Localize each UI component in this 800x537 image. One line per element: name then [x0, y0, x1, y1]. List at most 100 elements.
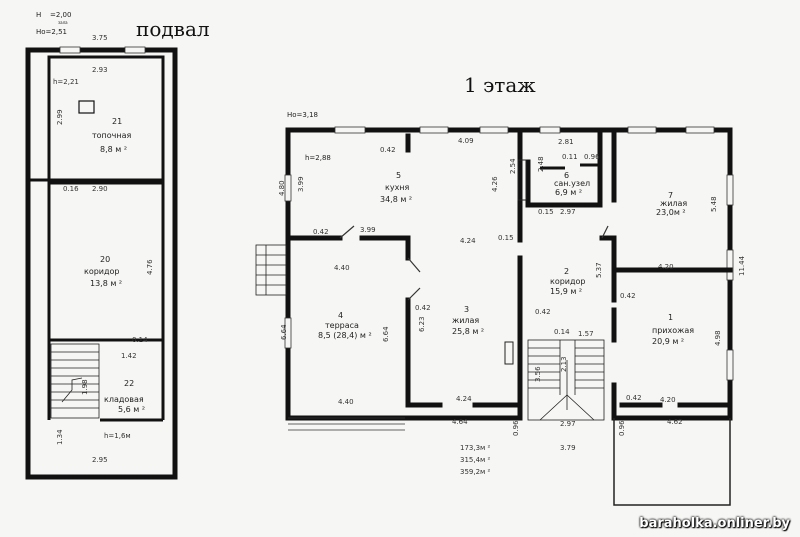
room-area: 25,8 м ² [452, 327, 484, 336]
window [479, 126, 509, 134]
room-area: 34,8 м ² [380, 195, 412, 204]
dim-label: 0.42 [380, 146, 396, 154]
dim-label: 2.93 [92, 66, 108, 74]
basement-room20-walls [47, 181, 165, 342]
dim-label: 0.42 [626, 394, 642, 402]
dim-label: 2.97 [560, 420, 576, 428]
room-name: жилая [660, 199, 687, 208]
room-area: 20,9 м ² [652, 337, 684, 346]
basement-height-value: =2,00 [50, 11, 71, 19]
total-area: 315,4м ² [460, 456, 491, 464]
floor1-outer-wall [285, 127, 523, 421]
window [284, 317, 292, 349]
dim-label: 0.11 [562, 153, 578, 161]
dim-label: 3.56 [534, 366, 542, 382]
basement-stairs [50, 343, 100, 419]
dim-label: 4.24 [456, 395, 472, 403]
door [407, 287, 421, 301]
dim-label: 0.96 [584, 153, 600, 161]
window [627, 126, 657, 134]
dim-label: 0.42 [415, 304, 431, 312]
dim-label: h=2,21 [53, 78, 79, 86]
window [124, 46, 146, 54]
dim-label: 3.79 [560, 444, 576, 452]
door [407, 257, 421, 273]
basement-ho-label: Ho=2,51 [36, 28, 67, 36]
dim-label: 6.64 [382, 326, 390, 342]
door [601, 225, 609, 239]
wall [405, 297, 443, 408]
window [726, 249, 734, 281]
watermark: baraholka.onliner.by [639, 516, 790, 531]
dim-label: 4.20 [660, 396, 676, 404]
total-area: 359,2м ² [460, 468, 491, 476]
dim-label: 4.20 [658, 263, 674, 271]
total-area: 173,3м ² [460, 444, 491, 452]
dim-label: 1.34 [56, 429, 64, 445]
bath-fixture [517, 159, 527, 201]
dim-label: 0.14 [132, 336, 148, 344]
window [59, 46, 81, 54]
room-area: 8,5 (28,4) м ² [318, 331, 372, 340]
dim-label: 0.15 [498, 234, 514, 242]
room-area: 23,0м ² [656, 208, 686, 217]
wall [599, 235, 617, 303]
dim-label: 2.13 [560, 356, 568, 372]
floor1-ceiling-height: h=2,88 [305, 154, 331, 162]
window [726, 349, 734, 381]
window [334, 126, 366, 134]
basement-outer-wall [25, 47, 178, 480]
dim-label: 5.37 [595, 262, 603, 278]
room-name: терраса [325, 321, 359, 330]
dim-label: 4.26 [491, 176, 499, 192]
room-area: 8,8 м ² [100, 145, 127, 154]
room-name: сан.узел [554, 179, 590, 188]
dim-label: 2.97 [560, 208, 576, 216]
dim-label: 1.57 [578, 330, 594, 338]
dim-label: 2.95 [92, 456, 108, 464]
room-area: 6,9 м ² [555, 188, 582, 197]
room-area: 5,6 м ² [118, 405, 145, 414]
dim-label: 3.99 [360, 226, 376, 234]
basement-height-label: H [36, 11, 41, 19]
room-number: 20 [100, 255, 110, 264]
first-floor-plan: 1 этаж Ho=3,18 h=2,88 [255, 73, 746, 506]
basement-room21-walls [47, 55, 165, 182]
dim-label: 0.96 [512, 420, 520, 436]
room-name: жилая [452, 316, 479, 325]
dim-label: 6.64 [280, 324, 288, 340]
main-stairs [527, 339, 605, 421]
room-name: топочная [92, 131, 132, 140]
wall [359, 235, 411, 261]
dim-label: 4.98 [714, 330, 722, 346]
window [726, 174, 734, 206]
dim-label: 4.24 [460, 237, 476, 245]
dim-label: 6.23 [418, 316, 426, 332]
door [339, 225, 355, 239]
room-name: кладовая [104, 395, 144, 404]
room-number: 21 [112, 117, 122, 126]
dim-label: 4.64 [452, 418, 468, 426]
room-name: коридор [84, 267, 120, 276]
dim-label: 4.80 [278, 180, 286, 196]
porch [613, 418, 731, 506]
room-number: 5 [396, 171, 401, 180]
room-area: 13,8 м ² [90, 279, 122, 288]
room-name: коридор [550, 277, 586, 286]
dim-label: 5.48 [710, 196, 718, 212]
outer-steps [255, 244, 287, 296]
window [685, 126, 715, 134]
room-name: кухня [385, 183, 410, 192]
room-number: 3 [464, 305, 469, 314]
room-area: 15,9 м ² [550, 287, 582, 296]
basement-plan: H =2,00 зала Ho=2,51 подвал 3.75 2.93 h=… [25, 11, 210, 480]
window [419, 126, 449, 134]
floor1-title: 1 этаж [464, 73, 536, 97]
dim-label: 4.40 [338, 398, 354, 406]
window [539, 126, 561, 134]
dim-label: h=1,6м [104, 432, 131, 440]
room-number: 7 [668, 191, 673, 200]
dim-label: 2.99 [56, 109, 64, 125]
dim-label: 2.48 [537, 156, 545, 172]
